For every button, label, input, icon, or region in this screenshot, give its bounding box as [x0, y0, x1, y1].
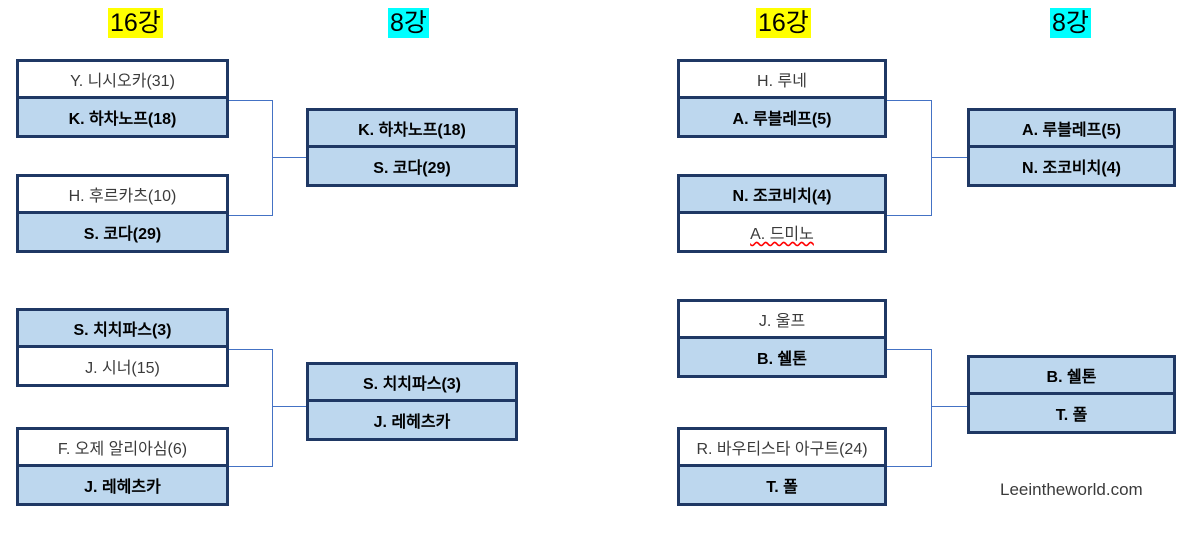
player-name: B. 쉘톤: [757, 350, 807, 368]
player-name: J. 레헤츠카: [84, 478, 161, 496]
player-slot[interactable]: S. 치치파스(3): [19, 311, 226, 348]
player-slot[interactable]: K. 하차노프(18): [309, 111, 515, 148]
connector-r2-out: [931, 406, 969, 407]
connector-l1-vertical: [272, 100, 273, 216]
connector-r1-top: [886, 100, 932, 101]
round-header-right-r16: 16강: [756, 8, 811, 38]
player-slot[interactable]: R. 바우티스타 아구트(24): [680, 430, 884, 467]
connector-l1-bottom: [228, 215, 273, 216]
player-name: T. 폴: [766, 478, 798, 496]
player-name: R. 바우티스타 아구트(24): [696, 440, 868, 458]
player-slot[interactable]: S. 코다(29): [309, 147, 515, 184]
player-slot[interactable]: K. 하차노프(18): [19, 98, 226, 135]
connector-l2-out: [272, 406, 307, 407]
connector-r1-bottom: [886, 215, 932, 216]
player-slot[interactable]: B. 쉘톤: [970, 358, 1173, 395]
match-box-left-qf-2[interactable]: S. 치치파스(3) J. 레헤츠카: [306, 362, 518, 441]
player-name: H. 루네: [757, 72, 807, 90]
match-box-left-qf-1[interactable]: K. 하차노프(18) S. 코다(29): [306, 108, 518, 187]
player-name: N. 조코비치(4): [1022, 159, 1121, 177]
player-name: S. 치치파스(3): [363, 375, 461, 393]
player-name: B. 쉘톤: [1046, 368, 1097, 386]
match-box-left-r16-2[interactable]: H. 후르카츠(10) S. 코다(29): [16, 174, 229, 253]
match-box-left-r16-4[interactable]: F. 오제 알리아심(6) J. 레헤츠카: [16, 427, 229, 506]
player-name: Y. 니시오카(31): [70, 72, 175, 90]
player-slot[interactable]: J. 레헤츠카: [309, 401, 515, 438]
match-box-left-r16-1[interactable]: Y. 니시오카(31) K. 하차노프(18): [16, 59, 229, 138]
player-name: S. 코다(29): [83, 225, 162, 243]
round-header-right-qf: 8강: [1050, 8, 1091, 38]
player-slot[interactable]: S. 코다(29): [19, 213, 226, 250]
connector-l1-out: [272, 157, 307, 158]
player-slot[interactable]: F. 오제 알리아심(6): [19, 430, 226, 467]
player-slot[interactable]: T. 폴: [680, 466, 884, 503]
player-name: N. 조코비치(4): [732, 187, 832, 205]
connector-r1-vertical: [931, 100, 932, 216]
match-box-right-r16-3[interactable]: J. 울프 B. 쉘톤: [677, 299, 887, 378]
player-slot[interactable]: N. 조코비치(4): [680, 177, 884, 214]
match-box-right-qf-1[interactable]: A. 루블레프(5) N. 조코비치(4): [967, 108, 1176, 187]
match-box-right-r16-1[interactable]: H. 루네 A. 루블레프(5): [677, 59, 887, 138]
match-box-left-r16-3[interactable]: S. 치치파스(3) J. 시너(15): [16, 308, 229, 387]
connector-r1-out: [931, 157, 969, 158]
player-slot[interactable]: A. 드미노: [680, 213, 884, 250]
player-name: A. 드미노: [750, 225, 814, 243]
player-slot[interactable]: H. 루네: [680, 62, 884, 99]
player-slot[interactable]: B. 쉘톤: [680, 338, 884, 375]
player-slot[interactable]: J. 레헤츠카: [19, 466, 226, 503]
match-box-right-r16-4[interactable]: R. 바우티스타 아구트(24) T. 폴: [677, 427, 887, 506]
player-name: H. 후르카츠(10): [68, 187, 177, 205]
connector-l2-vertical: [272, 349, 273, 467]
connector-r2-vertical: [931, 349, 932, 467]
connector-r2-top: [886, 349, 932, 350]
site-watermark: Leeintheworld.com: [1000, 480, 1143, 499]
player-slot[interactable]: Y. 니시오카(31): [19, 62, 226, 99]
player-slot[interactable]: H. 후르카츠(10): [19, 177, 226, 214]
player-slot[interactable]: T. 폴: [970, 394, 1173, 431]
player-slot[interactable]: A. 루블레프(5): [970, 111, 1173, 148]
connector-r2-bottom: [886, 466, 932, 467]
player-name: S. 치치파스(3): [73, 321, 172, 339]
round-header-left-r16: 16강: [108, 8, 163, 38]
player-name: S. 코다(29): [373, 159, 451, 177]
match-box-right-r16-2[interactable]: N. 조코비치(4) A. 드미노: [677, 174, 887, 253]
player-slot[interactable]: J. 울프: [680, 302, 884, 339]
player-name: J. 레헤츠카: [373, 413, 451, 431]
player-slot[interactable]: N. 조코비치(4): [970, 147, 1173, 184]
player-name: T. 폴: [1055, 406, 1088, 424]
player-slot[interactable]: A. 루블레프(5): [680, 98, 884, 135]
player-name: J. 울프: [758, 312, 806, 330]
player-name: K. 하차노프(18): [358, 121, 466, 139]
round-header-left-qf: 8강: [388, 8, 429, 38]
player-name: K. 하차노프(18): [68, 110, 177, 128]
connector-l2-bottom: [228, 466, 273, 467]
player-slot[interactable]: S. 치치파스(3): [309, 365, 515, 402]
player-name: A. 루블레프(5): [732, 110, 832, 128]
player-name: J. 시너(15): [85, 359, 160, 377]
connector-l2-top: [228, 349, 273, 350]
player-name: A. 루블레프(5): [1022, 121, 1121, 139]
match-box-right-qf-2[interactable]: B. 쉘톤 T. 폴: [967, 355, 1176, 434]
player-slot[interactable]: J. 시너(15): [19, 347, 226, 384]
connector-l1-top: [228, 100, 273, 101]
player-name: F. 오제 알리아심(6): [57, 440, 188, 458]
